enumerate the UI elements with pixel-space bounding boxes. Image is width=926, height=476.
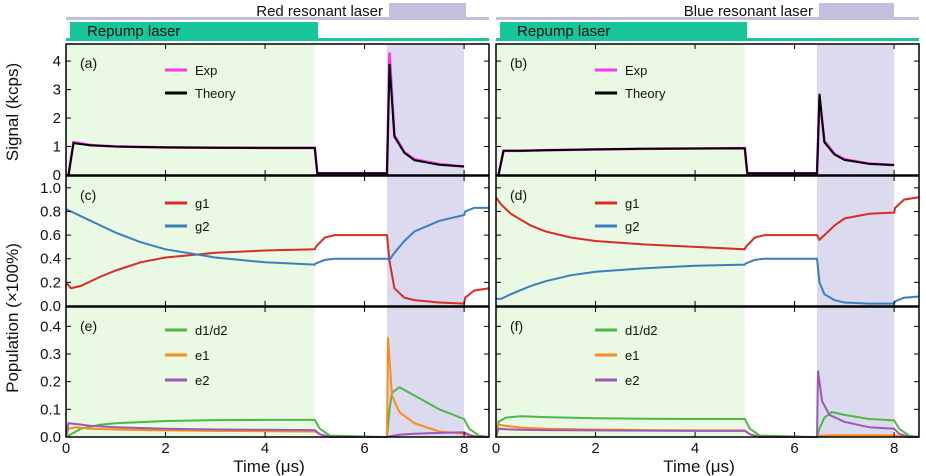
left-resonant-pulse — [389, 3, 466, 20]
y-tick-label: 0.4 — [40, 251, 61, 268]
y-tick-label: 0.6 — [40, 227, 61, 244]
y-tick-label: 4 — [53, 53, 61, 70]
repump-shade — [66, 176, 315, 306]
y-tick-label: 0.0 — [40, 429, 61, 446]
legend-label: g1 — [195, 196, 209, 211]
plot-frame — [65, 306, 490, 438]
repump-shade — [496, 307, 745, 437]
y-tick-label: 0.1 — [40, 401, 61, 418]
x-axis-title-left: Time (μs) — [233, 457, 305, 476]
panel-label: (d) — [510, 187, 527, 203]
plot-frame — [65, 175, 490, 307]
series-g1 — [495, 196, 920, 251]
right-repump-pulse — [500, 22, 747, 41]
y-tick-label: 0.4 — [40, 318, 61, 335]
legend-label: Exp — [625, 63, 647, 78]
laser-timing-header: Red resonant laser Repump laser Blue res… — [66, 3, 919, 41]
y-axis-title-population: Population (×100%) — [3, 243, 22, 393]
panel-label: (b) — [510, 55, 527, 71]
left-repump-label: Repump laser — [87, 23, 180, 40]
resonant-shade — [816, 176, 895, 306]
y-tick-label: 0.0 — [40, 298, 61, 315]
panel-e: 0.0 0.1 0.2 0.3 0.4 0 2 4 6 8 (e) d1/d2 e1 e2 — [40, 306, 490, 457]
panel-label: (e) — [80, 318, 97, 334]
right-resonant-top-line — [496, 17, 919, 20]
legend-label: g2 — [195, 219, 209, 234]
x-tick-label: 4 — [261, 440, 269, 457]
x-tick-label: 8 — [890, 440, 898, 457]
series-g2 — [496, 257, 920, 305]
left-resonant-label: Red resonant laser — [256, 3, 383, 20]
repump-shade — [66, 44, 315, 175]
plot-frame — [495, 306, 920, 438]
repump-shade — [66, 307, 315, 437]
legend-label: Theory — [625, 86, 666, 101]
x-tick-label: 2 — [161, 440, 169, 457]
y-tick-label: 0 — [53, 167, 61, 184]
series-g2 — [65, 206, 489, 266]
y-tick-label: 0.8 — [40, 203, 61, 220]
left-repump-pulse — [70, 22, 318, 41]
series-g1 — [65, 234, 490, 305]
y-tick-label: 0.2 — [40, 274, 61, 291]
y-tick-label: 0.2 — [40, 374, 61, 391]
legend-label: d1/d2 — [195, 323, 228, 338]
legend-label: e1 — [625, 348, 639, 363]
series-theory — [497, 93, 895, 176]
x-tick-label: 0 — [492, 440, 500, 457]
panel-label: (f) — [510, 318, 523, 334]
resonant-shade — [386, 44, 465, 175]
x-tick-label: 6 — [790, 440, 798, 457]
right-repump-label: Repump laser — [517, 23, 610, 40]
y-tick-label: 3 — [53, 82, 61, 99]
x-tick-label: 6 — [360, 440, 368, 457]
left-resonant-top-line — [66, 17, 489, 20]
x-tick-label: 0 — [62, 440, 70, 457]
plot-frame — [495, 175, 920, 307]
y-tick-label: 0.3 — [40, 346, 61, 363]
repump-shade — [496, 176, 745, 306]
panel-c: 0.0 0.2 0.4 0.6 0.8 1.0 (c) g1 g2 — [40, 175, 490, 315]
series-d1-d2 — [65, 386, 490, 439]
panel-f: 0 2 4 6 8 (f) d1/d2 e1 e2 — [492, 306, 920, 457]
panel-label: (a) — [80, 55, 97, 71]
panel-d: (d) g1 g2 — [495, 175, 920, 307]
legend-label: e2 — [625, 373, 639, 388]
y-tick-label: 1.0 — [40, 180, 61, 197]
plot-frame — [65, 43, 490, 176]
legend-label: g1 — [625, 196, 639, 211]
right-resonant-label: Blue resonant laser — [684, 3, 813, 20]
resonant-shade — [386, 307, 465, 437]
legend-label: e2 — [195, 373, 209, 388]
resonant-shade — [386, 176, 465, 306]
y-tick-label: 1 — [53, 139, 61, 156]
series-theory — [67, 63, 465, 176]
legend-label: Exp — [195, 63, 217, 78]
series-e2 — [65, 422, 489, 438]
legend-label: Theory — [195, 86, 236, 101]
x-tick-label: 4 — [691, 440, 699, 457]
legend-label: e1 — [195, 348, 209, 363]
resonant-shade — [816, 44, 895, 175]
repump-shade — [496, 44, 745, 175]
legend-label: g2 — [625, 219, 639, 234]
x-tick-label: 2 — [591, 440, 599, 457]
legend-label: d1/d2 — [625, 323, 658, 338]
plot-frame — [495, 43, 920, 176]
series-d1-d2 — [495, 411, 920, 439]
y-axis-title-signal: Signal (kcps) — [3, 63, 22, 161]
x-tick-label: 8 — [460, 440, 468, 457]
x-axis-title-right: Time (μs) — [663, 457, 735, 476]
y-tick-label: 2 — [53, 110, 61, 127]
panel-label: (c) — [80, 187, 96, 203]
right-resonant-pulse — [819, 3, 894, 20]
